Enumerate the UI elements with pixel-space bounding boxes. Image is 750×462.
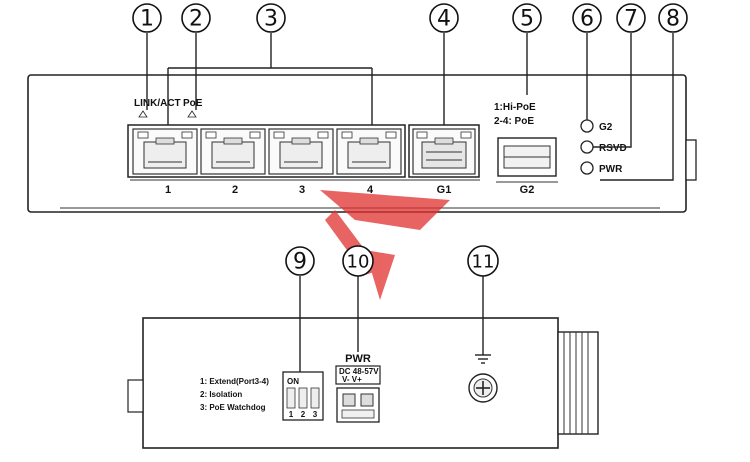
callout-10: 10: [342, 245, 374, 277]
dip-number-2: 2: [301, 410, 306, 419]
port-label-g2: G2: [520, 184, 535, 196]
link-act-marker: [138, 110, 148, 118]
svg-text:10: 10: [347, 252, 370, 273]
left-bracket: [127, 379, 144, 413]
front-callouts: 1 2 3 4 5 6 7 8: [132, 3, 688, 181]
svg-text:5: 5: [520, 7, 534, 32]
terminal-rating-box: [335, 365, 381, 385]
led-pwr: [580, 161, 594, 175]
power-terminal-block[interactable]: [336, 387, 380, 423]
rj45-port-3[interactable]: [268, 128, 334, 175]
svg-text:6: 6: [580, 7, 594, 32]
led-rsvd: [580, 140, 594, 154]
callout-1: 1: [132, 3, 162, 33]
svg-text:3: 3: [264, 7, 278, 32]
port-label-g1: G1: [437, 184, 452, 196]
dip-number-3: 3: [313, 410, 318, 419]
callout-8: 8: [658, 3, 688, 33]
svg-text:2: 2: [189, 7, 203, 32]
port-label-3: 3: [299, 184, 305, 196]
dip-legend-3: 3: PoE Watchdog: [200, 403, 266, 412]
svg-text:4: 4: [437, 7, 451, 32]
led-g2: [580, 119, 594, 133]
poe-marker: [187, 110, 197, 118]
led-label-g2: G2: [599, 122, 613, 133]
rj45-port-1[interactable]: [132, 128, 198, 175]
callout-6: 6: [572, 3, 602, 33]
watermark-logo: [320, 190, 450, 300]
sfp-note-line1: 1:Hi-PoE: [494, 102, 536, 113]
terminal-polarity: V- V+: [342, 375, 362, 384]
poe-label: PoE: [183, 98, 203, 109]
link-act-label: LINK/ACT: [134, 98, 181, 109]
callout-4: 4: [429, 3, 459, 33]
port-label-2: 2: [232, 184, 238, 196]
svg-text:11: 11: [472, 252, 495, 273]
ground-screw[interactable]: [468, 373, 498, 403]
svg-text:1: 1: [140, 7, 154, 32]
ground-symbol-icon: [475, 346, 491, 364]
svg-text:8: 8: [666, 7, 680, 32]
dip-on-label: ON: [287, 377, 299, 386]
led-label-rsvd: RSVD: [599, 143, 627, 154]
pwr-label: PWR: [345, 353, 371, 365]
dip-switch[interactable]: ON 1 2 3: [282, 371, 324, 421]
callout-3: 3: [256, 3, 286, 33]
svg-text:9: 9: [293, 250, 307, 275]
port-label-4: 4: [367, 184, 374, 196]
callout-7: 7: [616, 3, 646, 33]
din-rail-clip: [557, 331, 599, 435]
sfp-port-g2[interactable]: [497, 137, 557, 177]
terminal-rating: DC 48-57V: [339, 367, 379, 376]
top-panel: 1: Extend(Port3-4) 2: Isolation 3: PoE W…: [127, 317, 599, 449]
rj45-port-2[interactable]: [200, 128, 266, 175]
port-label-1: 1: [165, 184, 171, 196]
callout-5: 5: [512, 3, 542, 33]
callout-2: 2: [181, 3, 211, 33]
front-panel: LINK/ACT PoE: [27, 74, 697, 213]
rj45-port-g1[interactable]: [408, 124, 480, 178]
top-callouts: 9 10 11: [285, 245, 499, 372]
svg-text:7: 7: [624, 7, 638, 32]
callout-11: 11: [467, 245, 499, 277]
sfp-note-line2: 2-4: PoE: [494, 116, 534, 127]
rj45-port-4[interactable]: [336, 128, 402, 175]
led-label-pwr: PWR: [599, 164, 623, 175]
dip-legend-1: 1: Extend(Port3-4): [200, 377, 269, 386]
dip-legend-2: 2: Isolation: [200, 390, 242, 399]
callout-9: 9: [285, 246, 315, 276]
side-bracket: [685, 139, 697, 181]
dip-number-1: 1: [289, 410, 294, 419]
